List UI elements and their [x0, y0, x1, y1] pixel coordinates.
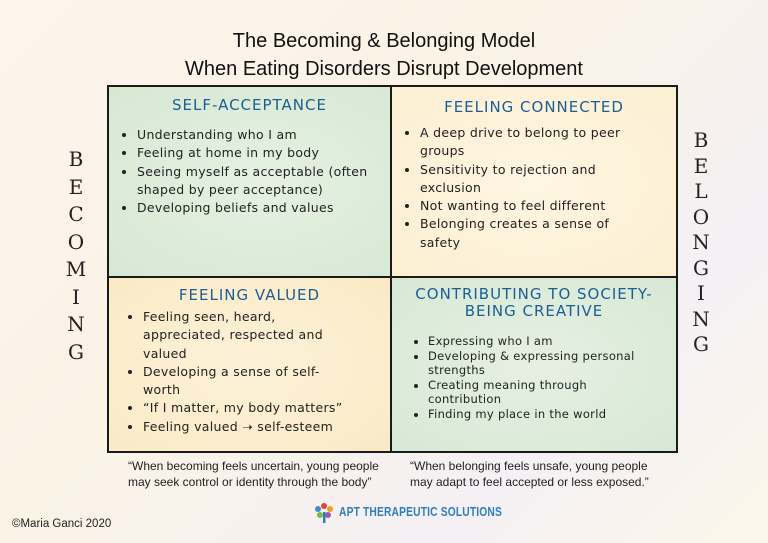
quadrant-list: Expressing who I am Developing & express… — [392, 334, 676, 422]
tree-icon — [315, 503, 333, 523]
list-item: Belonging creates a sense of safety — [420, 215, 646, 252]
list-item: Understanding who I am — [137, 126, 390, 144]
letter: E — [68, 174, 84, 199]
list-item: Feeling valued ➝ self-esteem — [143, 418, 350, 436]
list-item: Developing & expressing personal strengt… — [428, 349, 656, 378]
quadrant-self-acceptance: SELF-ACCEPTANCE Understanding who I am F… — [109, 87, 392, 278]
quadrant-list: Feeling seen, heard, appreciated, respec… — [109, 308, 390, 436]
list-item: Seeing myself as acceptable (often shape… — [137, 163, 390, 200]
list-item: Developing a sense of self-worth — [143, 363, 350, 400]
letter: L — [694, 179, 708, 203]
letter: N — [67, 312, 85, 336]
letter: B — [68, 147, 84, 171]
becoming-quote: “When becoming feels uncertain, young pe… — [128, 459, 379, 489]
list-item: Sensitivity to rejection and exclusion — [420, 161, 646, 198]
list-item: A deep drive to belong to peer groups — [420, 124, 646, 161]
letter: G — [693, 255, 709, 280]
letter: E — [693, 153, 709, 178]
quadrant-list: Understanding who I am Feeling at home i… — [109, 126, 390, 217]
list-item: Feeling seen, heard, appreciated, respec… — [143, 308, 350, 363]
letter: O — [692, 204, 710, 229]
logo-text: APT THERAPEUTIC SOLUTIONS — [339, 505, 502, 519]
quadrant-feeling-connected: FEELING CONNECTED A deep drive to belong… — [392, 87, 676, 278]
quadrant-heading: FEELING VALUED — [178, 286, 321, 304]
title-line-2: When Eating Disorders Disrupt Developmen… — [185, 58, 583, 80]
list-item: “If I matter, my body matters” — [143, 399, 350, 417]
list-item: Expressing who I am — [428, 334, 656, 349]
letter: I — [72, 284, 80, 309]
quadrant-list: A deep drive to belong to peer groups Se… — [392, 124, 676, 252]
letter: M — [65, 257, 87, 281]
letter: I — [697, 281, 705, 305]
quadrant-heading: FEELING CONNECTED — [444, 98, 624, 116]
copyright: ©Maria Ganci 2020 — [12, 518, 112, 530]
letter: O — [67, 229, 85, 254]
letter: B — [693, 128, 709, 152]
list-item: Finding my place in the world — [428, 407, 656, 422]
belonging-quote: “When belonging feels unsafe, young peop… — [410, 459, 649, 489]
list-item: Not wanting to feel different — [420, 197, 646, 215]
list-item: Developing beliefs and values — [137, 199, 390, 217]
quadrant-feeling-valued: FEELING VALUED Feeling seen, heard, appr… — [109, 278, 392, 451]
letter: G — [68, 339, 84, 364]
list-item: Feeling at home in my body — [137, 144, 390, 162]
letter: N — [692, 306, 710, 331]
list-item: Creating meaning through contribution — [428, 378, 656, 407]
letter: N — [692, 230, 710, 254]
quadrant-heading: SELF-ACCEPTANCE — [172, 96, 327, 114]
model-grid: SELF-ACCEPTANCE Understanding who I am F… — [107, 85, 678, 453]
letter: G — [693, 332, 709, 356]
letter: C — [68, 202, 84, 226]
logo: APT THERAPEUTIC SOLUTIONS — [312, 500, 538, 524]
quadrant-contributing: CONTRIBUTING TO SOCIETY-BEING CREATIVE E… — [392, 278, 676, 451]
title-line-1: The Becoming & Belonging Model — [232, 30, 536, 52]
quadrant-heading: CONTRIBUTING TO SOCIETY-BEING CREATIVE — [415, 285, 653, 320]
